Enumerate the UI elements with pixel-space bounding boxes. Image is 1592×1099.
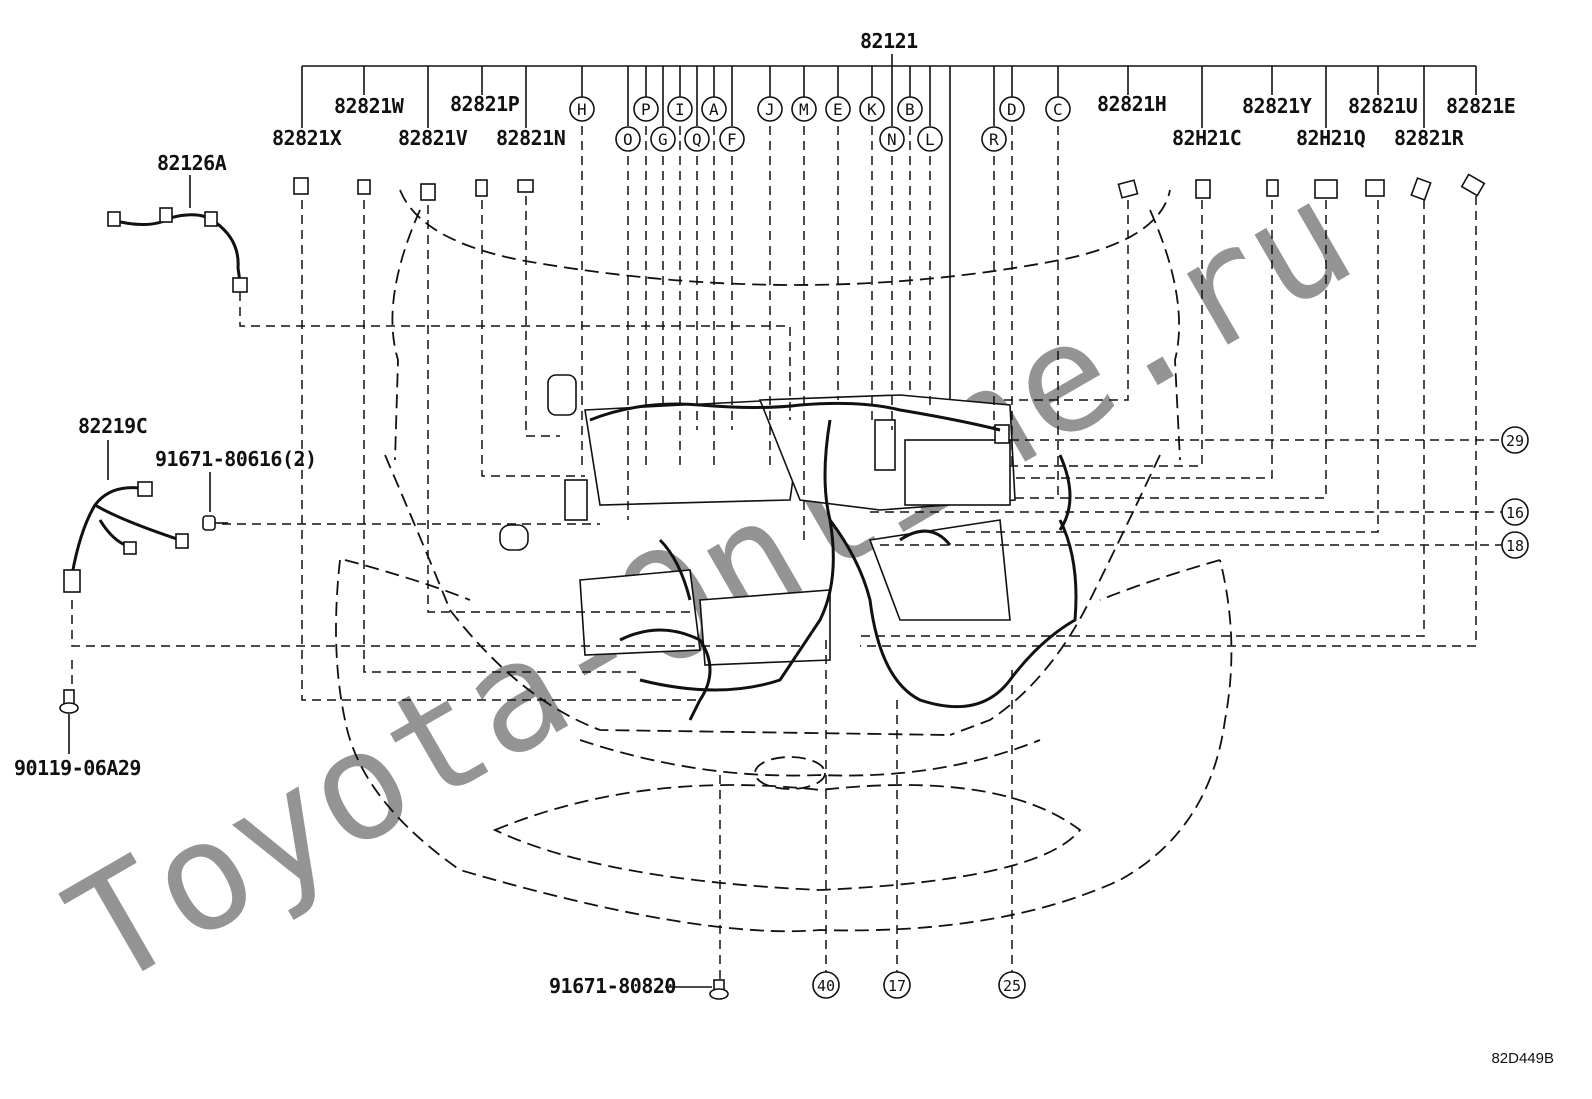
connector-C: C — [1045, 96, 1071, 122]
label-82821V: 82821V — [398, 126, 468, 150]
svg-text:M: M — [799, 100, 809, 119]
connector-Q: Q — [684, 126, 710, 152]
label-82821Y: 82821Y — [1242, 94, 1312, 118]
label-82821U: 82821U — [1348, 94, 1417, 118]
callout-40: 40 — [812, 971, 840, 999]
connector-L: L — [917, 126, 943, 152]
label-91671-80616: 91671-80616(2) — [155, 447, 317, 471]
connector-R: R — [981, 126, 1007, 152]
svg-text:29: 29 — [1506, 432, 1524, 450]
callout-29: 29 — [1501, 426, 1529, 454]
leader-lines — [71, 126, 1502, 980]
connector-N: N — [879, 126, 905, 152]
connector-parts — [293, 173, 1486, 201]
label-82821P: 82821P — [450, 92, 520, 116]
diagram-ref-code: 82D449B — [1491, 1050, 1554, 1067]
svg-text:40: 40 — [817, 977, 835, 995]
label-82821E: 82821E — [1446, 94, 1515, 118]
label-82821W: 82821W — [334, 94, 405, 118]
svg-text:H: H — [577, 100, 587, 119]
svg-text:A: A — [709, 100, 719, 119]
connector-F: F — [719, 126, 745, 152]
svg-text:C: C — [1053, 100, 1063, 119]
svg-text:25: 25 — [1003, 977, 1021, 995]
callout-16: 16 — [1501, 498, 1529, 526]
svg-text:N: N — [887, 130, 897, 149]
svg-text:17: 17 — [888, 977, 906, 995]
connector-callouts: H P I A J M E K B D C O G Q F N L R — [569, 96, 1071, 152]
svg-text:18: 18 — [1506, 537, 1524, 555]
engine-bay — [499, 374, 1078, 721]
label-90119-06A29: 90119-06A29 — [14, 756, 141, 780]
fasteners: 91671-80616(2) 90119-06A29 91671-80820 — [14, 447, 729, 1000]
callout-17: 17 — [883, 971, 911, 999]
connector-K: K — [859, 96, 885, 122]
svg-text:Q: Q — [692, 130, 702, 149]
label-82H21Q: 82H21Q — [1296, 126, 1366, 150]
harness-82219C: 82219C — [63, 414, 189, 593]
harness-82126A: 82126A — [107, 151, 248, 293]
svg-text:R: R — [989, 130, 999, 149]
connector-M: M — [791, 96, 817, 122]
connector-I: I — [667, 96, 693, 122]
connector-H: H — [569, 96, 595, 122]
label-82821R: 82821R — [1394, 126, 1465, 150]
svg-text:B: B — [905, 100, 915, 119]
svg-text:K: K — [867, 100, 877, 119]
label-91671-80820: 91671-80820 — [549, 974, 676, 998]
connector-E: E — [825, 96, 851, 122]
connector-O: O — [615, 126, 641, 152]
number-callouts: 29 16 18 40 17 25 — [812, 426, 1529, 999]
label-82821N: 82821N — [496, 126, 565, 150]
callout-18: 18 — [1501, 531, 1529, 559]
svg-text:16: 16 — [1506, 504, 1524, 522]
svg-text:E: E — [833, 100, 843, 119]
svg-text:P: P — [641, 100, 651, 119]
svg-text:L: L — [925, 130, 935, 149]
label-82821H: 82821H — [1097, 92, 1166, 116]
top-part-labels: 82821W 82821X 82821P 82821V 82821N 82821… — [272, 92, 1516, 150]
connector-G: G — [650, 126, 676, 152]
bracket-drops — [301, 66, 1477, 420]
callout-25: 25 — [998, 971, 1026, 999]
connector-J: J — [757, 96, 783, 122]
svg-text:F: F — [727, 130, 737, 149]
svg-text:D: D — [1007, 100, 1017, 119]
label-82219C: 82219C — [78, 414, 147, 438]
svg-text:O: O — [623, 130, 633, 149]
connector-B: B — [897, 96, 923, 122]
label-82821X: 82821X — [272, 126, 342, 150]
vehicle-outline — [335, 189, 1233, 933]
connector-P: P — [633, 96, 659, 122]
connector-D: D — [999, 96, 1025, 122]
label-82H21C: 82H21C — [1172, 126, 1241, 150]
label-82126A: 82126A — [157, 151, 227, 175]
svg-text:I: I — [675, 100, 685, 119]
connector-A: A — [701, 96, 727, 122]
svg-text:J: J — [765, 100, 775, 119]
main-part-label: 82121 — [860, 29, 918, 53]
svg-text:G: G — [658, 130, 668, 149]
